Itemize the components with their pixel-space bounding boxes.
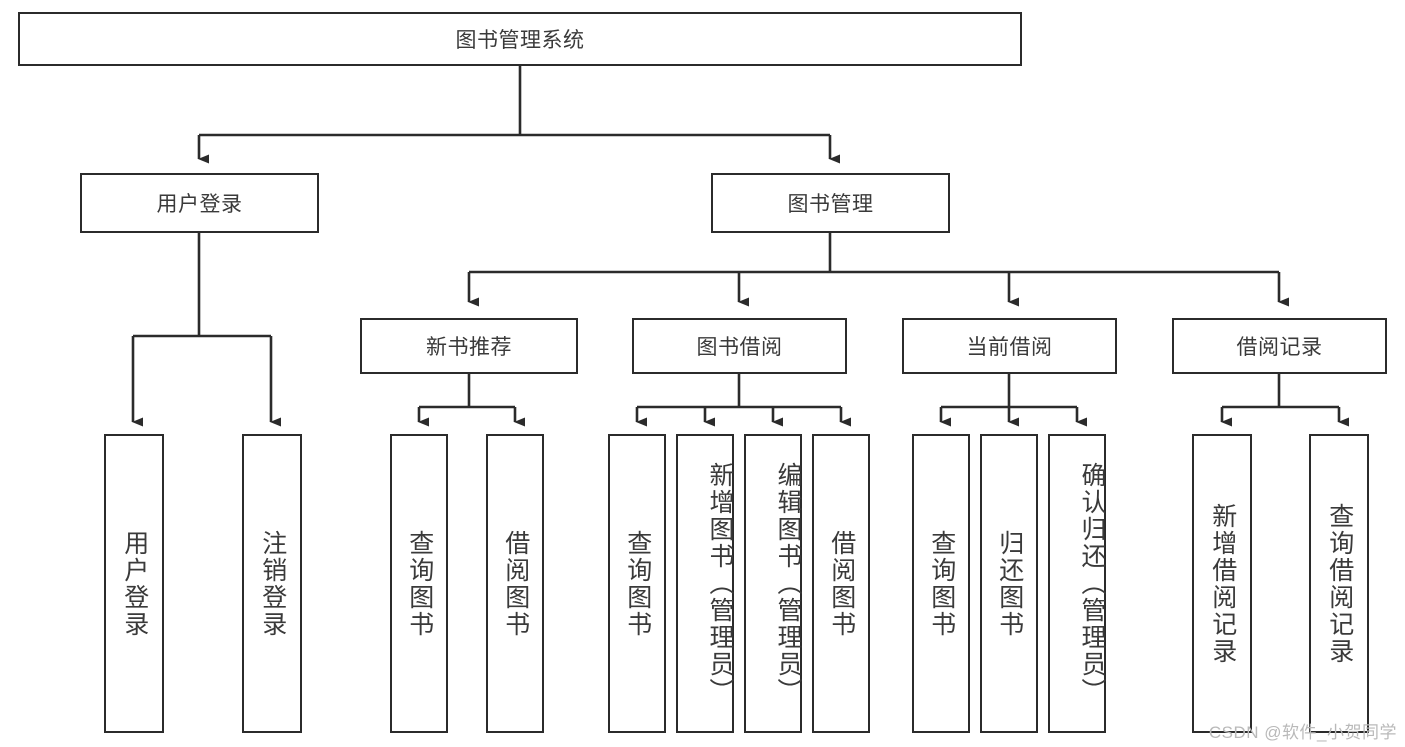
- leaf-logout[interactable]: 注销登录: [242, 434, 302, 733]
- leaf-query-book-borrow[interactable]: 查询图书: [608, 434, 666, 733]
- leaf-return-book[interactable]: 归还图书: [980, 434, 1038, 733]
- node-book-borrow[interactable]: 图书借阅: [632, 318, 847, 374]
- leaf-query-book-current[interactable]: 查询图书: [912, 434, 970, 733]
- leaf-borrow-book[interactable]: 借阅图书: [812, 434, 870, 733]
- leaf-edit-book-admin[interactable]: 编辑图书（管理员）: [744, 434, 802, 733]
- leaf-borrow-book-recommend[interactable]: 借阅图书: [486, 434, 544, 733]
- leaf-confirm-return-admin[interactable]: 确认归还（管理员）: [1048, 434, 1106, 733]
- leaf-query-book-recommend[interactable]: 查询图书: [390, 434, 448, 733]
- csdn-watermark: CSDN @软件_小贺同学: [1208, 723, 1397, 742]
- node-system-root[interactable]: 图书管理系统: [18, 12, 1022, 66]
- node-book-management[interactable]: 图书管理: [711, 173, 950, 233]
- leaf-add-book-admin[interactable]: 新增图书（管理员）: [676, 434, 734, 733]
- node-current-borrow[interactable]: 当前借阅: [902, 318, 1117, 374]
- node-new-book-recommend[interactable]: 新书推荐: [360, 318, 578, 374]
- leaf-user-login[interactable]: 用户登录: [104, 434, 164, 733]
- node-borrow-record[interactable]: 借阅记录: [1172, 318, 1387, 374]
- leaf-add-borrow-record[interactable]: 新增借阅记录: [1192, 434, 1252, 733]
- leaf-query-borrow-record[interactable]: 查询借阅记录: [1309, 434, 1369, 733]
- node-user-login[interactable]: 用户登录: [80, 173, 319, 233]
